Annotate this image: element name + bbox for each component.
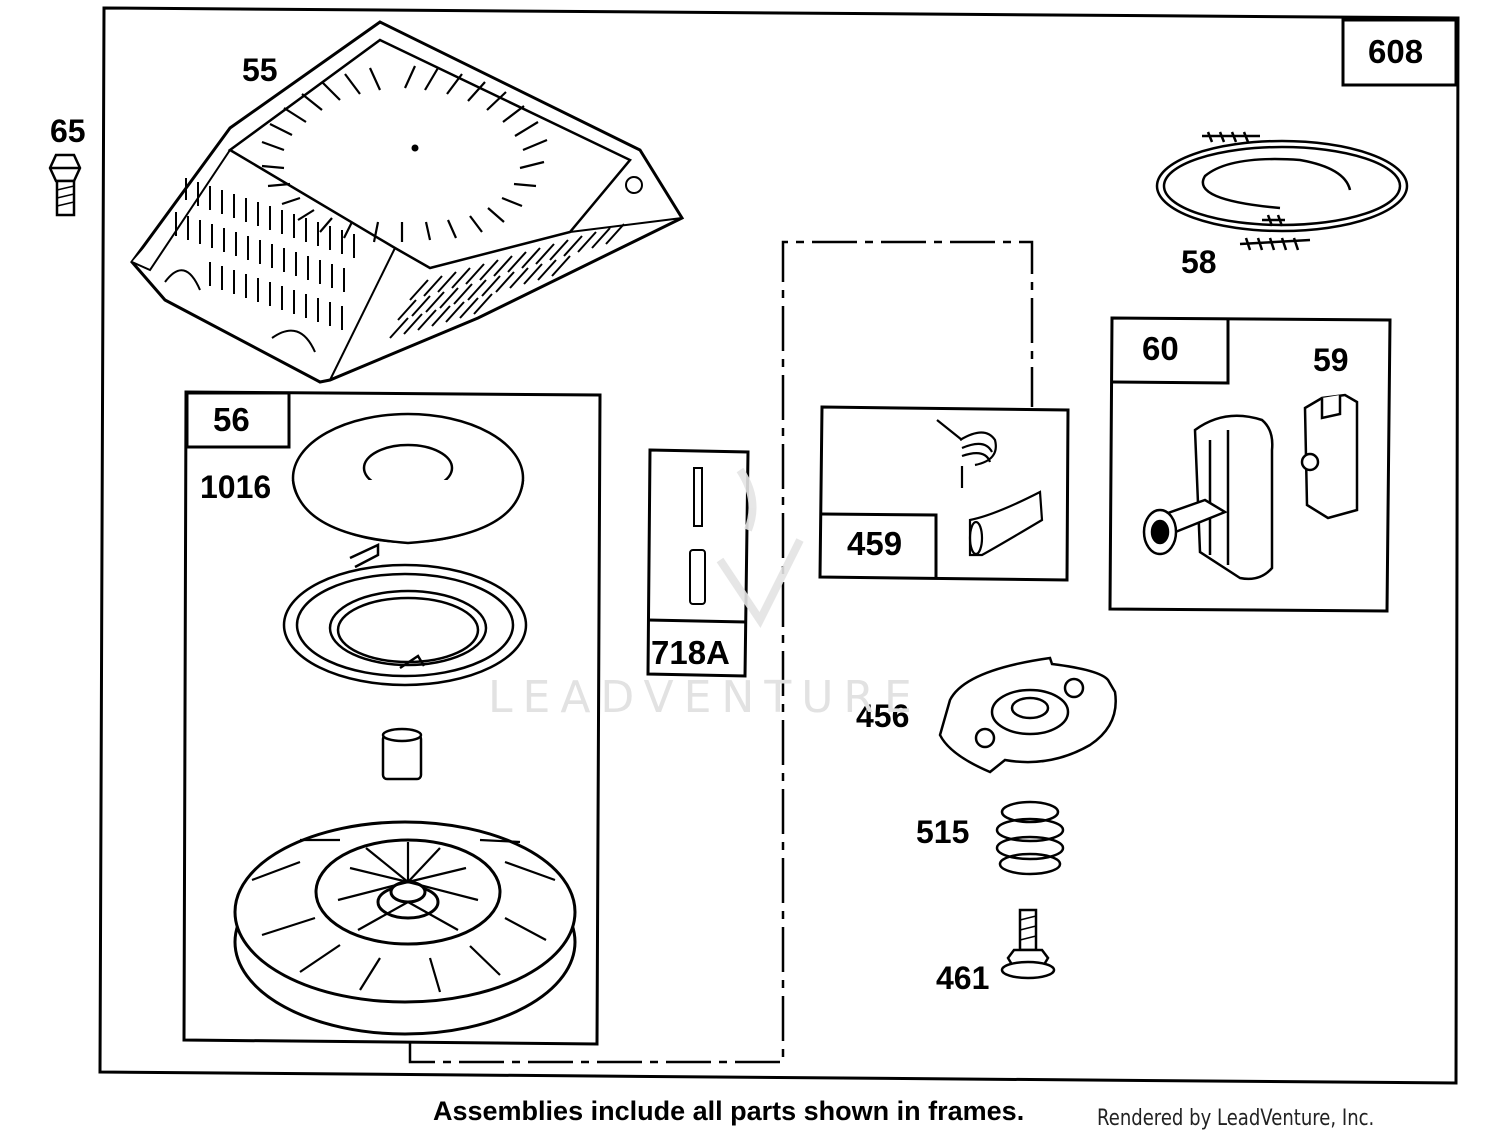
dashed-connector (408, 240, 1034, 1064)
part-label-461: 461 (936, 960, 990, 996)
blower-housing-55-drawing (130, 20, 685, 384)
part-label-56: 56 (213, 401, 250, 438)
part-label-459: 459 (847, 525, 903, 562)
frame-459 (818, 405, 1070, 582)
housing-side-vents (175, 178, 625, 339)
watermark-text: LEADVENTURE (488, 672, 922, 723)
part-label-608: 608 (1368, 33, 1424, 70)
frame-718A-pins (689, 467, 706, 605)
recoil-spring-drawing (282, 543, 528, 687)
pulley-spokes (251, 838, 556, 993)
outer-frame (98, 6, 1460, 1085)
part-label-55: 55 (242, 52, 278, 88)
part-label-1016: 1016 (200, 469, 272, 505)
watermark-logo (716, 467, 804, 628)
frame-56 (182, 390, 602, 1046)
retainer-456-drawing (938, 656, 1117, 774)
part-label-59: 59 (1313, 342, 1349, 378)
part-label-718A: 718A (651, 634, 730, 671)
pin-drawing (381, 727, 423, 781)
rope-58-drawing (1155, 131, 1409, 251)
housing-top-slots (261, 65, 548, 243)
washer-1016-drawing (291, 412, 525, 545)
frame-60 (1108, 316, 1392, 613)
assemblies-note: Assemblies include all parts shown in fr… (433, 1096, 1025, 1126)
pulley-drawing (233, 820, 577, 1036)
handle-59-60-drawing (1142, 393, 1359, 581)
screw-461-drawing (1000, 908, 1056, 980)
spring-515-drawing (995, 800, 1065, 876)
bolt-65-drawing (48, 153, 82, 217)
part-label-515: 515 (916, 814, 970, 850)
part-label-456: 456 (856, 698, 910, 734)
part-label-58: 58 (1181, 244, 1217, 280)
part-label-65: 65 (50, 113, 86, 149)
frame-459-parts (936, 419, 1044, 557)
frame-718A (646, 448, 750, 678)
rendered-by-credit: Rendered by LeadVenture, Inc. (1097, 1106, 1375, 1131)
part-label-60: 60 (1142, 330, 1179, 367)
